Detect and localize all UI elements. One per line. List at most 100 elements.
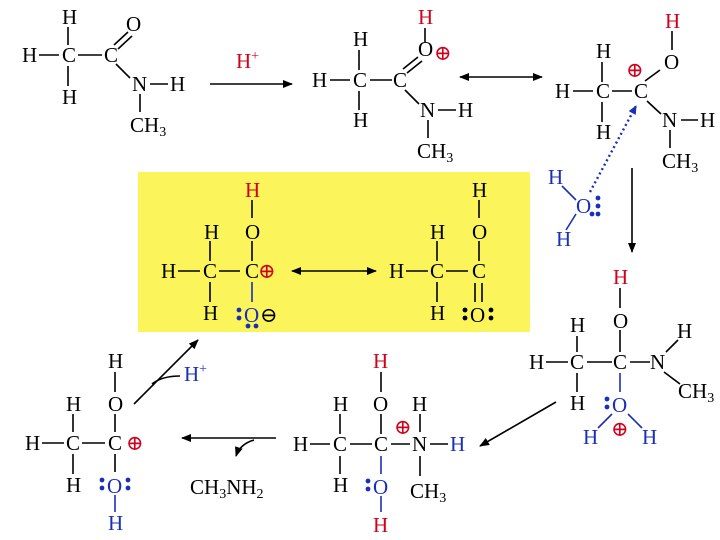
positive-charge: ⊕ [394,415,412,439]
atom-c: C [333,432,347,456]
atom-c: C [62,43,76,67]
tetrahedral-ammonium-structure: H O H H C H C H ⊕ N H CH3 O H [293,349,465,537]
lone-pair-dot [236,315,242,321]
hydroxyl-hydrogen: H [108,511,123,535]
atom-h: H [353,108,368,132]
lone-pair-dot [589,211,595,217]
protonating-hydrogen: H [245,178,260,202]
atom-c: C [393,68,407,92]
atom-h: H [204,220,219,244]
lone-pair-dot [99,477,105,483]
lone-pair-dot [604,396,610,402]
lone-pair-dot [125,477,131,483]
tetrahedral-oxonium-structure: H O H H C H C N H CH3 O H ⊕ H [529,265,714,449]
oxonium-oxygen: O [612,393,627,417]
atom-h: H [430,220,445,244]
atom-n: N [650,350,665,374]
methyl-group: CH3 [662,149,698,176]
atom-c: C [66,431,80,455]
hydroxyl-oxygen: O [107,474,122,498]
atom-o: O [373,392,388,416]
curved-arrow-icon [151,375,181,385]
atom-c: C [203,259,217,283]
lone-pair-dot [462,315,468,321]
protonating-hydrogen: H [373,349,388,373]
methyl-group: CH3 [417,139,453,166]
alkoxide-oxygen: O [244,303,259,327]
lone-pair-dot [595,195,601,201]
atom-h: H [430,301,445,325]
atom-h: H [555,79,570,103]
atom-h: H [161,259,176,283]
atom-o: O [613,309,628,333]
lone-pair-dot [99,485,105,491]
arrow-down-left-icon [479,401,557,447]
atom-h: H [293,432,308,456]
highlighted-zwitterion-structure: H O H H C C ⊕ H O ⊖ [161,178,278,329]
protonated-amide-structure: H H H C H C O ⊕ N H CH3 [312,5,473,166]
curved-arrow-icon [235,439,255,457]
dotted-attack-arrow-icon [588,105,638,193]
positive-charge: ⊕ [126,431,144,455]
lone-pair-dot [236,307,242,313]
atom-h: H [66,392,81,416]
atom-o: O [472,220,487,244]
atom-c: C [596,79,610,103]
lone-pair-dot [365,486,371,492]
atom-c: C [472,259,486,283]
lone-pair-dot [245,323,251,329]
positive-charge: ⊕ [434,41,452,65]
atom-c: C [245,259,259,283]
atom-h: H [312,68,327,92]
intermediate-highlight-box [138,172,530,332]
lone-pair-dot [462,307,468,313]
attacking-water: H O H [548,165,601,251]
water-oxygen: O [576,194,591,218]
atom-h: H [203,301,218,325]
atom-h: H [677,319,692,343]
lone-pair-dot [365,478,371,484]
methylamine-leaving-group: CH3NH2 [190,475,264,502]
methyl-group: CH3 [130,113,166,140]
arrow-up-right-icon [133,339,199,405]
atom-h: H [596,120,611,144]
atom-h: H [458,98,473,122]
atom-c: C [430,259,444,283]
atom-c: C [613,350,627,374]
atom-h: H [570,313,585,337]
lone-pair-dot [125,485,131,491]
negative-charge: ⊖ [260,303,278,327]
atom-h: H [412,392,427,416]
atom-h: H [62,85,77,109]
atom-o: O [664,50,679,74]
atom-h: H [66,473,81,497]
atom-h: H [700,108,715,132]
hydroxyl-oxygen: O [373,475,388,499]
lone-pair-dot [253,323,259,329]
atom-c: C [108,431,122,455]
positive-charge: ⊕ [258,259,276,283]
atom-h: H [333,473,348,497]
lone-pair-dot [488,307,494,313]
atom-h: H [22,43,37,67]
acetic-acid-structure: H O H H C C H O [389,178,494,327]
lone-pair-dot [488,315,494,321]
atom-h: H [529,350,544,374]
atom-h: H [353,27,368,51]
carbocation-structure: H H H C H C ⊕ O N H CH3 [555,9,715,176]
hydroxyl-hydrogen: H [373,513,388,537]
lone-pair-dot [595,211,601,217]
water-hydrogen: H [556,227,571,251]
released-proton: H+ [184,362,207,386]
atom-h: H [108,349,123,373]
atom-h: H [62,5,77,29]
carbonyl-oxygen: O [470,303,485,327]
atom-h: H [570,391,585,415]
atom-c: C [374,432,388,456]
acid-reagent: H+ [236,49,259,73]
atom-n: N [420,98,435,122]
methyl-group: CH3 [410,479,446,506]
atom-h: H [389,259,404,283]
atom-h: H [333,392,348,416]
